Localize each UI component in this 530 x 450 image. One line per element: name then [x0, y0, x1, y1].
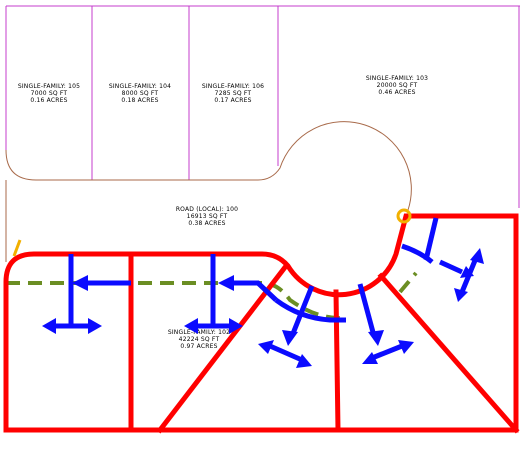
- yellow-circle-marker: [396, 208, 412, 224]
- lot-102-division-3: [333, 289, 341, 433]
- arrow-2-lead-head: [218, 275, 234, 291]
- road-100-area: 16913 SQ FT: [187, 213, 228, 220]
- lot-102-label: SINGLE-FAMILY: 102 42224 SQ FT 0.97 ACRE…: [168, 329, 230, 350]
- dashed-line-west: [6, 281, 347, 321]
- lot-102-area: 42224 SQ FT: [179, 336, 220, 343]
- yellow-markers: [12, 208, 412, 257]
- road-100-label: ROAD (LOCAL): 100 16913 SQ FT 0.38 ACRES: [176, 206, 238, 227]
- lot-104-label: SINGLE-FAMILY: 104 8000 SQ FT 0.18 ACRES: [109, 83, 171, 104]
- yellow-tick-marker: [12, 239, 22, 257]
- arrow-3-head-c: [282, 330, 298, 346]
- lot-105-name: SINGLE-FAMILY: 105: [18, 83, 80, 90]
- lot-102-acres: 0.97 ACRES: [180, 343, 217, 350]
- culdesac-arc-east: [401, 243, 434, 264]
- arrow-3-head-a: [258, 340, 274, 354]
- arrow-3-bar: [268, 343, 304, 363]
- lot-105-acres: 0.16 ACRES: [30, 97, 67, 104]
- lot-102-name: SINGLE-FAMILY: 102: [168, 329, 230, 336]
- arrow-3-stem: [289, 285, 315, 337]
- lot-103-label: SINGLE-FAMILY: 103 20000 SQ FT 0.46 ACRE…: [366, 75, 428, 96]
- dashed-setback-line: [6, 271, 418, 321]
- lot-106-area: 7285 SQ FT: [215, 90, 252, 97]
- lot-103-acres: 0.46 ACRES: [378, 89, 415, 96]
- lot-104-area: 8000 SQ FT: [122, 90, 159, 97]
- lot-106-label: SINGLE-FAMILY: 106 7285 SQ FT 0.17 ACRES: [202, 83, 264, 104]
- arrow-1-head-left: [42, 318, 56, 334]
- lot-102-outline: [3, 213, 519, 433]
- upper-parcel-lines: [5, 5, 520, 208]
- road-100-name: ROAD (LOCAL): 100: [176, 206, 238, 213]
- road-edge: [5, 121, 412, 262]
- lot-105-label: SINGLE-FAMILY: 105 7000 SQ FT 0.16 ACRES: [18, 83, 80, 104]
- lot-106-acres: 0.17 ACRES: [214, 97, 251, 104]
- lot-106-name: SINGLE-FAMILY: 106: [202, 83, 264, 90]
- arrow-4-head-b: [398, 340, 414, 354]
- lot-102-division-4: [377, 272, 520, 434]
- arrow-5-head-c: [454, 288, 468, 302]
- dashed-line-east: [398, 271, 418, 294]
- arrow-2-head-right: [229, 318, 243, 334]
- arrow-5-stem: [423, 217, 439, 261]
- lot-102-boundary: [3, 213, 520, 434]
- arrow-5-head-b: [470, 248, 484, 264]
- lot-103-name: SINGLE-FAMILY: 103: [366, 75, 428, 82]
- road-north-edge: [5, 121, 412, 211]
- arrow-1-head-right: [88, 318, 102, 334]
- lot-104-acres: 0.18 ACRES: [121, 97, 158, 104]
- lot-103-area: 20000 SQ FT: [377, 82, 418, 89]
- lot-104-name: SINGLE-FAMILY: 104: [109, 83, 171, 90]
- arrow-3-head-b: [296, 354, 312, 368]
- arrow-4-head-c: [368, 330, 384, 346]
- arrow-4-bar: [371, 343, 403, 361]
- road-100-acres: 0.38 ACRES: [188, 220, 225, 227]
- arrow-4-head-a: [362, 352, 378, 364]
- culdesac-arc: [274, 297, 346, 323]
- blue-arrows: [42, 217, 484, 368]
- arrow-5-head-a: [460, 266, 474, 278]
- arrow-1-lead-head: [72, 275, 88, 291]
- arrow-2-head-left: [184, 318, 198, 334]
- lot-102-division-2: [156, 262, 290, 434]
- arrow-2-lead: [232, 280, 278, 302]
- arrow-4-stem: [357, 283, 377, 337]
- arrow-5-bar: [438, 259, 464, 275]
- lot-105-area: 7000 SQ FT: [31, 90, 68, 97]
